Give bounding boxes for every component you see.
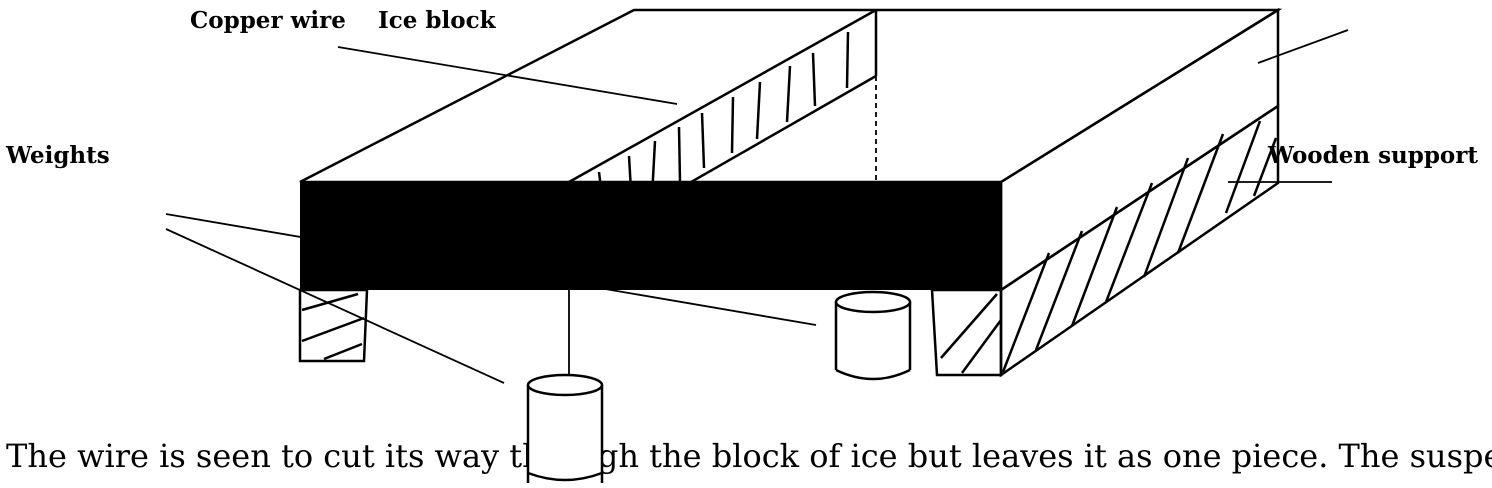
ice-block [299,7,1283,293]
ice-block-front-face [300,182,1001,290]
caption-text: The wire is seen to cut its way through … [6,437,1492,475]
weight-front [526,373,604,483]
wooden-support-label: Wooden support [1267,142,1478,169]
wooden-support-right [930,103,1280,378]
leader-lines [165,29,1349,384]
copper-wire-leader [337,46,678,105]
weights-leader-front [165,228,505,384]
weights-label: Weights [5,142,110,169]
wire-slot [567,8,878,378]
ice-block-side-face [999,7,1280,293]
weight-back [834,290,912,381]
weights-leader-back [165,213,817,326]
ice-block-leader [1257,29,1349,64]
wooden-support-left [298,288,369,363]
ice-block-label: Ice block [378,7,497,34]
slot-hatching [571,31,850,235]
copper-wire-label: Copper wire [190,7,346,34]
